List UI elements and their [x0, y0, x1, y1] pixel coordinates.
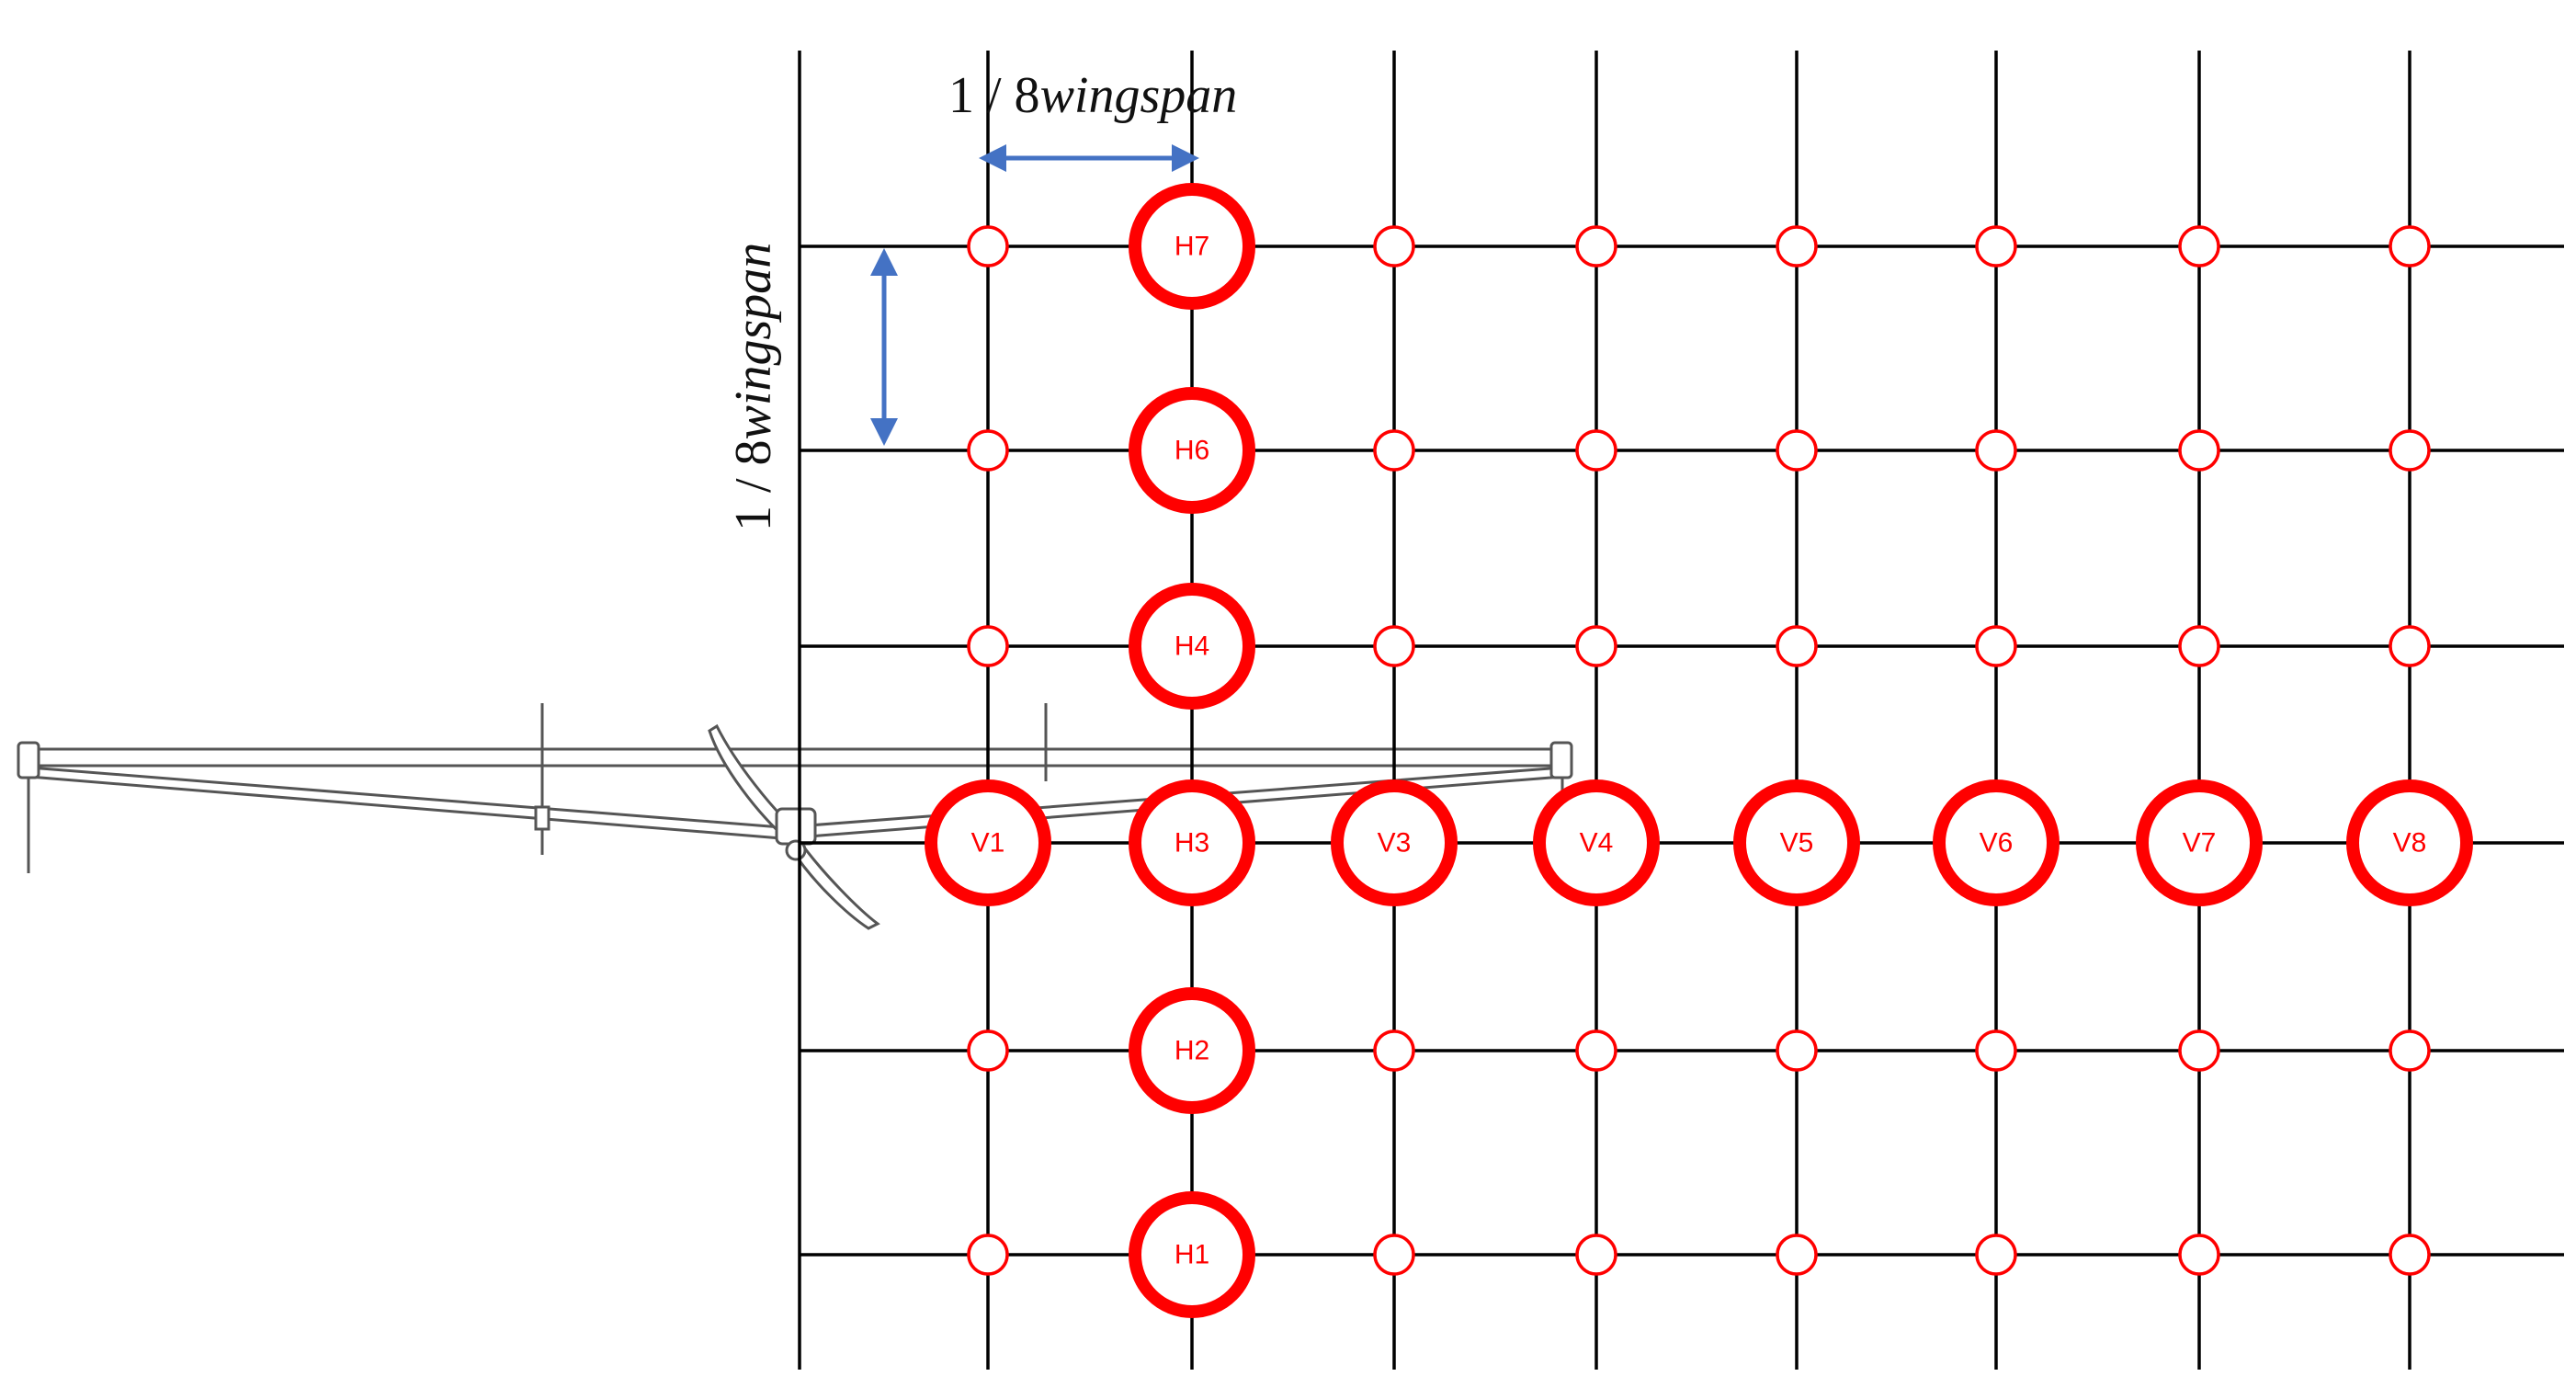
grid-lines: [798, 51, 2564, 1370]
vertical-spacing-number: 1 / 8: [725, 439, 782, 531]
measurement-point: [1575, 225, 1617, 267]
horizontal-spacing-number: 1 / 8: [948, 67, 1040, 124]
measurement-point: [1373, 1029, 1415, 1072]
measurement-point: [1975, 1029, 2017, 1072]
measurement-point: [1975, 1234, 2017, 1276]
node-v8: V8: [2346, 779, 2473, 906]
node-ring: [1129, 583, 1255, 710]
vertical-spacing-dimension: 1 / 8wingspan: [725, 243, 898, 531]
node-ring: [1533, 779, 1660, 906]
measurement-point: [1776, 225, 1818, 267]
measurement-point: [2389, 1029, 2431, 1072]
measurement-point: [2389, 625, 2431, 667]
node-v4: V4: [1533, 779, 1660, 906]
node-h6: H6: [1129, 387, 1255, 514]
node-ring: [1733, 779, 1860, 906]
measurement-point: [1373, 625, 1415, 667]
measurement-point: [1975, 225, 2017, 267]
measurement-point: [1575, 625, 1617, 667]
measurement-point: [2389, 225, 2431, 267]
node-ring: [925, 779, 1051, 906]
measurement-point: [1373, 429, 1415, 472]
measurement-point: [2178, 1234, 2220, 1276]
measurement-point: [1776, 429, 1818, 472]
node-ring: [1129, 779, 1255, 906]
node-h4: H4: [1129, 583, 1255, 710]
measurement-point: [1575, 429, 1617, 472]
node-v5: V5: [1733, 779, 1860, 906]
node-label: H6: [1175, 436, 1209, 466]
measurement-point: [967, 625, 1009, 667]
node-label: V5: [1780, 828, 1814, 859]
svg-text:1 / 8wingspan: 1 / 8wingspan: [948, 67, 1237, 124]
node-label: V3: [1378, 828, 1412, 859]
horizontal-spacing-dimension: 1 / 8wingspan: [948, 67, 1237, 172]
node-h7: H7: [1129, 183, 1255, 310]
node-ring: [2346, 779, 2473, 906]
node-h2: H2: [1129, 987, 1255, 1114]
node-label: V4: [1580, 828, 1614, 859]
measurement-point: [1373, 1234, 1415, 1276]
node-ring: [2136, 779, 2263, 906]
measurement-point: [967, 1234, 1009, 1276]
measurement-point: [2389, 429, 2431, 472]
measurement-point: [1373, 225, 1415, 267]
svg-text:1 / 8wingspan: 1 / 8wingspan: [725, 243, 782, 531]
horizontal-spacing-word: wingspan: [1040, 67, 1238, 124]
node-ring: [1129, 183, 1255, 310]
node-label: V7: [2183, 828, 2217, 859]
measurement-point: [1575, 1234, 1617, 1276]
node-v6: V6: [1933, 779, 2060, 906]
measurement-point: [967, 1029, 1009, 1072]
measurement-point: [2389, 1234, 2431, 1276]
node-label: H3: [1175, 828, 1209, 859]
node-label: V1: [971, 828, 1005, 859]
measurement-point: [1575, 1029, 1617, 1072]
measurement-point: [967, 429, 1009, 472]
node-v3: V3: [1331, 779, 1458, 906]
node-v7: V7: [2136, 779, 2263, 906]
measurement-point: [1776, 1234, 1818, 1276]
node-ring: [1129, 1191, 1255, 1318]
node-ring: [1933, 779, 2060, 906]
measurement-point: [2178, 625, 2220, 667]
node-ring: [1331, 779, 1458, 906]
measurement-point: [967, 225, 1009, 267]
measurement-point: [1776, 1029, 1818, 1072]
node-ring: [1129, 387, 1255, 514]
node-label: V6: [1980, 828, 2014, 859]
node-label: H7: [1175, 232, 1209, 262]
measurement-point: [2178, 429, 2220, 472]
node-ring: [1129, 987, 1255, 1114]
node-label: H4: [1175, 631, 1209, 662]
node-h1: H1: [1129, 1191, 1255, 1318]
node-label: H1: [1175, 1240, 1209, 1270]
measurement-point: [1975, 625, 2017, 667]
measurement-point: [1975, 429, 2017, 472]
vertical-spacing-word: wingspan: [725, 243, 782, 440]
measurement-point: [1776, 625, 1818, 667]
node-v1: V1: [925, 779, 1051, 906]
measurement-points: [967, 225, 2431, 1276]
node-h3: H3: [1129, 779, 1255, 906]
measurement-point: [2178, 225, 2220, 267]
node-label: V8: [2393, 828, 2427, 859]
node-label: H2: [1175, 1036, 1209, 1066]
measurement-point: [2178, 1029, 2220, 1072]
